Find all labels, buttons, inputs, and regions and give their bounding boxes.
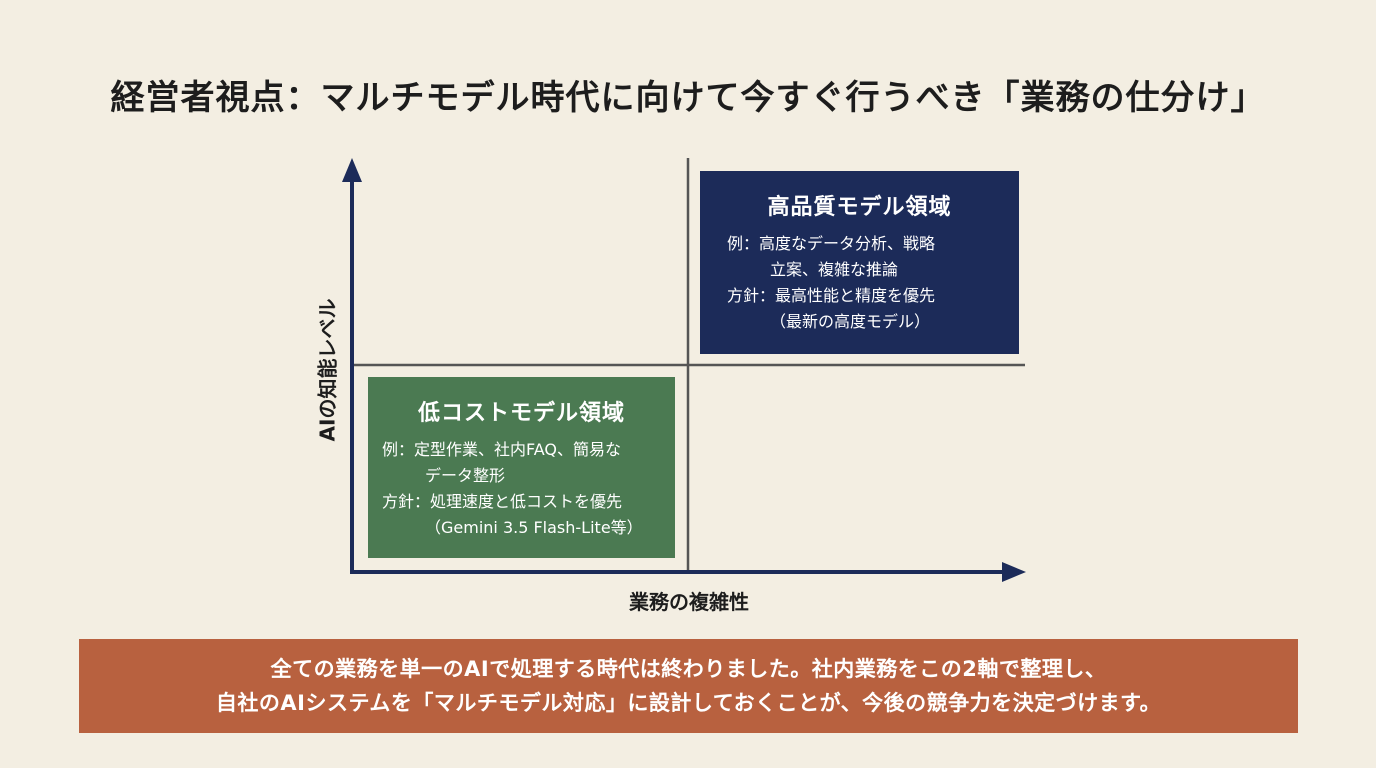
high-policy-text: 最高性能と精度を優先 <box>775 286 936 305</box>
y-axis-label: AIの知能レベル <box>315 298 340 442</box>
high-example-label: 例： <box>727 234 760 253</box>
conclusion-banner: 全ての業務を単一のAIで処理する時代は終わりました。社内業務をこの2軸で整理し、… <box>79 639 1298 733</box>
low-example-text-cont: データ整形 <box>425 466 506 485</box>
high-quadrant-title: 高品質モデル領域 <box>767 195 952 220</box>
low-policy-text: 処理速度と低コストを優先 <box>430 492 623 511</box>
low-cost-model-quadrant: 低コストモデル領域 例： 定型作業、社内FAQ、簡易な データ整形 方針： 処理… <box>368 377 675 558</box>
banner-line-2: 自社のAIシステムを「マルチモデル対応」に設計しておくことが、今後の競争力を決定… <box>215 691 1162 715</box>
page-title: 経営者視点：マルチモデル時代に向けて今すぐ行うべき「業務の仕分け」 <box>110 78 1266 118</box>
high-example-text-cont: 立案、複雑な推論 <box>770 260 899 279</box>
high-policy-note: （最新の高度モデル） <box>770 312 931 331</box>
y-axis-arrow-icon <box>342 158 362 182</box>
high-policy-label: 方針： <box>727 286 776 305</box>
x-axis-label: 業務の複雑性 <box>629 590 749 614</box>
banner-line-1: 全ての業務を単一のAIで処理する時代は終わりました。社内業務をこの2軸で整理し、 <box>270 657 1107 681</box>
high-quality-model-quadrant: 高品質モデル領域 例： 高度なデータ分析、戦略 立案、複雑な推論 方針： 最高性… <box>700 171 1019 354</box>
low-policy-label: 方針： <box>382 492 431 511</box>
x-axis-arrow-icon <box>1002 562 1026 582</box>
low-policy-note: （Gemini 3.5 Flash-Lite等） <box>425 518 643 537</box>
low-quadrant-title: 低コストモデル領域 <box>417 401 625 426</box>
high-example-text: 高度なデータ分析、戦略 <box>759 234 936 253</box>
low-example-text: 定型作業、社内FAQ、簡易な <box>414 440 622 459</box>
low-example-label: 例： <box>382 440 415 459</box>
